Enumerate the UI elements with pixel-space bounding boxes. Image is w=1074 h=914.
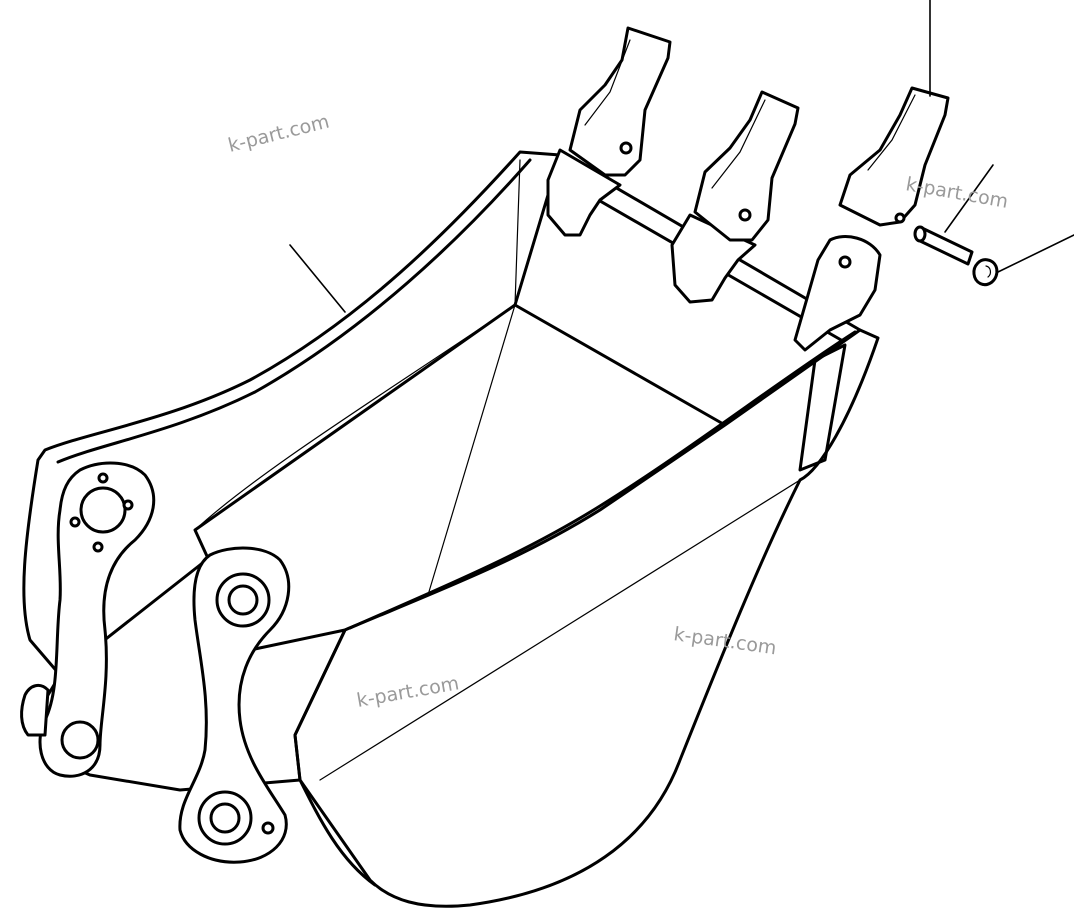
tooth-right-pin-hole: [838, 255, 852, 269]
bracket-front-bore-inner: [227, 584, 259, 616]
bucket-left-rim: [56, 158, 532, 464]
tooth-right-point-exploded: [838, 86, 950, 227]
bracket-rear-bolt-hole: [122, 499, 134, 511]
pin-end: [913, 225, 927, 243]
tooth-right-adapter: [793, 235, 882, 352]
tooth-right-point-hole: [894, 212, 906, 224]
tooth-middle-ridge: [711, 99, 766, 189]
tooth-right: [793, 86, 950, 352]
bucket-left-wall: [22, 150, 562, 677]
tooth-right-ridge: [867, 94, 916, 171]
bucket-wall-crease: [514, 159, 521, 306]
bracket-front-lower-bore-inner: [209, 802, 241, 834]
bucket-right-rim: [348, 330, 857, 630]
tooth-left: [546, 26, 672, 237]
side-cutter: [798, 343, 847, 472]
bracket-rear-boss: [20, 683, 50, 737]
leader-lock: [997, 234, 1074, 273]
tooth-middle-pin-hole: [738, 208, 752, 222]
tooth-pin: [913, 225, 974, 266]
bracket-rear-bolt-hole: [69, 516, 81, 528]
lock-washer-inner: [985, 265, 992, 278]
tooth-left-pin-hole: [619, 141, 633, 155]
bucket-body: [22, 150, 880, 908]
bracket-rear-lower-bore: [60, 720, 100, 760]
bracket-rear-bolt-hole: [97, 472, 109, 484]
tooth-middle-point: [693, 90, 800, 242]
lock-washer-ring: [972, 258, 999, 287]
bracket-front-plate: [178, 546, 291, 864]
watermark-text: k-part.com: [226, 110, 332, 156]
mounting-bracket-front: [178, 546, 291, 864]
bracket-rear-bore: [79, 486, 127, 534]
bucket-back-edge: [293, 628, 347, 782]
bracket-rear-bolt-hole: [92, 541, 104, 553]
leader-pin: [944, 164, 994, 233]
tooth-lock-washer: [972, 258, 999, 287]
tooth-left-point: [568, 26, 672, 177]
leader-bucket: [289, 244, 346, 313]
bucket-bottom-shell: [298, 778, 377, 887]
leader-lines: [289, 0, 1074, 313]
bracket-rear-plate: [38, 461, 156, 778]
watermark-text: k-part.com: [904, 173, 1010, 213]
bucket-inner-crease: [194, 304, 516, 531]
mounting-bracket-rear: [20, 461, 156, 778]
bucket-floor-crease: [424, 304, 516, 606]
bucket-right-crease: [319, 479, 801, 781]
bracket-front-bolt-hole: [261, 821, 275, 835]
tooth-left-ridge: [584, 39, 631, 126]
tooth-middle: [670, 90, 800, 304]
tooth-left-adapter: [546, 148, 622, 237]
